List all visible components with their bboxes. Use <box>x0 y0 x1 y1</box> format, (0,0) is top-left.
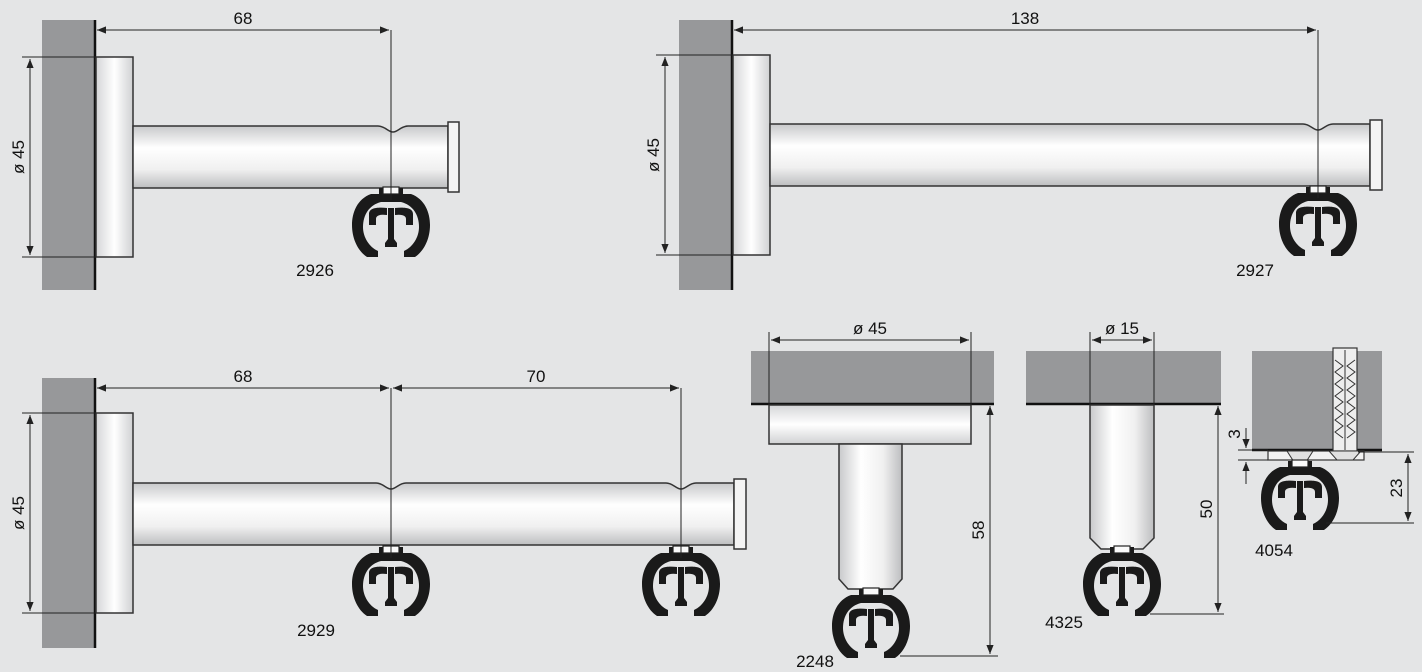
wall-block <box>679 20 732 290</box>
ceiling-block <box>1026 351 1221 404</box>
part-number: 4325 <box>1045 613 1083 632</box>
bracket-tube <box>132 482 735 546</box>
wall-plug <box>1332 347 1358 453</box>
figure-4054: 3 23 4054 <box>1225 347 1414 560</box>
curtain-rail <box>1082 545 1162 617</box>
figure-2927: 138 ø 45 2927 <box>644 9 1383 290</box>
part-number: 2926 <box>296 261 334 280</box>
ceiling-flange <box>768 404 972 445</box>
figure-4325: ø 15 50 4325 <box>1026 319 1224 632</box>
figure-2926: 68 ø 45 2926 <box>9 9 460 290</box>
height-label: 58 <box>969 521 988 540</box>
part-number: 2248 <box>796 652 834 671</box>
gap-label: 3 <box>1225 429 1244 438</box>
length-label-second: 70 <box>527 367 546 386</box>
figure-2929: 68 70 ø 45 2929 <box>9 367 747 648</box>
wall-flange <box>95 412 134 614</box>
ceiling-block <box>1252 351 1382 450</box>
length-label: 68 <box>234 9 253 28</box>
diameter-label: ø 45 <box>9 140 28 174</box>
wall-flange <box>732 54 771 256</box>
bracket-tube <box>132 125 449 189</box>
curtain-rail <box>1260 459 1340 531</box>
end-cap <box>1369 119 1383 191</box>
diameter-label: ø 45 <box>644 138 663 172</box>
diameter-label: ø 15 <box>1105 319 1139 338</box>
wall-block <box>42 378 95 648</box>
height-label: 50 <box>1197 500 1216 519</box>
length-label: 138 <box>1011 9 1039 28</box>
part-number: 4054 <box>1255 541 1293 560</box>
bracket-tube <box>838 443 903 590</box>
ceiling-block <box>751 351 994 404</box>
end-cap <box>447 121 460 193</box>
mounting-plate <box>1267 450 1365 461</box>
length-label-first: 68 <box>234 367 253 386</box>
figure-2248: ø 45 58 2248 <box>751 319 998 671</box>
wall-flange <box>95 56 134 258</box>
curtain-rail <box>831 587 911 659</box>
end-cap <box>733 478 747 550</box>
height-label: 23 <box>1387 479 1406 498</box>
part-number: 2927 <box>1236 261 1274 280</box>
part-number: 2929 <box>297 621 335 640</box>
wall-block <box>42 20 95 290</box>
bracket-tube <box>1089 404 1155 550</box>
bracket-tube <box>769 123 1371 187</box>
diameter-label: ø 45 <box>853 319 887 338</box>
diameter-label: ø 45 <box>9 496 28 530</box>
screw-head <box>1327 450 1363 461</box>
